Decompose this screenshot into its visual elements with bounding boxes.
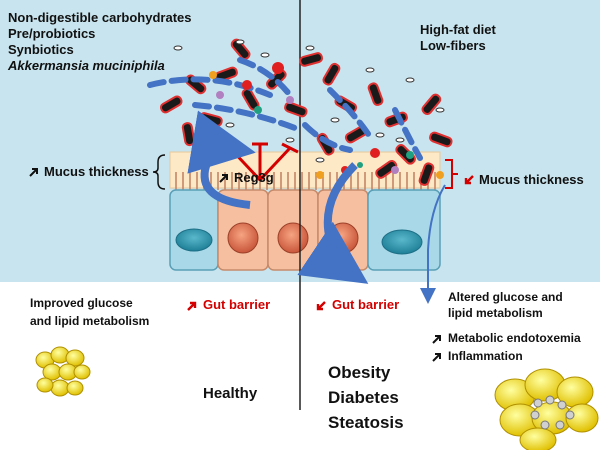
reg3g-increase-arrow-icon	[219, 174, 228, 183]
decrease-arrow-icon	[464, 175, 474, 185]
bacteria-cloud	[147, 38, 453, 186]
goblet-nucleus-right	[381, 229, 423, 255]
treatment-line-1: Non-digestible carbohydrates	[8, 10, 192, 25]
treatment-line-4: Akkermansia muciniphila	[8, 58, 165, 73]
treatment-line-2: Pre/probiotics	[8, 26, 96, 41]
microvilli	[175, 172, 436, 190]
right-gut-barrier: Gut barrier	[332, 297, 400, 312]
diet-line-2: Low-fibers	[420, 38, 486, 53]
disease-diabetes: Diabetes	[328, 388, 399, 407]
treatment-line-3: Synbiotics	[8, 42, 74, 57]
translocation-arrow	[297, 162, 369, 284]
right-mucus-label: Mucus thickness	[479, 172, 584, 187]
inflammation-increase-arrow-icon	[432, 353, 441, 362]
leak-arrow	[420, 184, 446, 304]
healthy-label: Healthy	[203, 385, 258, 402]
right-mucus-bracket	[445, 159, 458, 189]
reg3g-label: Reg3g	[234, 170, 274, 185]
obese-fat-cluster	[494, 368, 599, 450]
disease-obesity: Obesity	[328, 363, 391, 382]
gut-barrier-increase-arrow-icon	[187, 301, 197, 311]
enterocyte-1-nucleus	[227, 222, 259, 254]
right-metabolism-line-1: Altered glucose and	[448, 290, 563, 304]
endotoxemia-increase-arrow-icon	[432, 335, 441, 344]
left-metabolism-line-2: and lipid metabolism	[30, 314, 150, 328]
secretion-arrow	[187, 110, 256, 209]
epithelium	[169, 151, 441, 271]
left-mucus-label: Mucus thickness	[44, 164, 149, 179]
left-metabolism-line-1: Improved glucose	[30, 296, 133, 310]
left-gut-barrier: Gut barrier	[203, 297, 271, 312]
increase-arrow-icon	[29, 168, 38, 177]
healthy-fat-cluster	[35, 346, 91, 397]
endotoxemia-label: Metabolic endotoxemia	[448, 331, 581, 345]
left-mucus-brace	[152, 154, 166, 190]
inflammation-label: Inflammation	[448, 349, 523, 363]
immune-cells	[530, 395, 575, 430]
enterocyte-2-nucleus	[277, 222, 309, 254]
diet-line-1: High-fat diet	[420, 22, 496, 37]
gut-barrier-decrease-arrow-icon	[316, 301, 326, 311]
right-metabolism-line-2: lipid metabolism	[448, 306, 543, 320]
disease-steatosis: Steatosis	[328, 413, 404, 432]
goblet-nucleus-left	[175, 228, 213, 252]
